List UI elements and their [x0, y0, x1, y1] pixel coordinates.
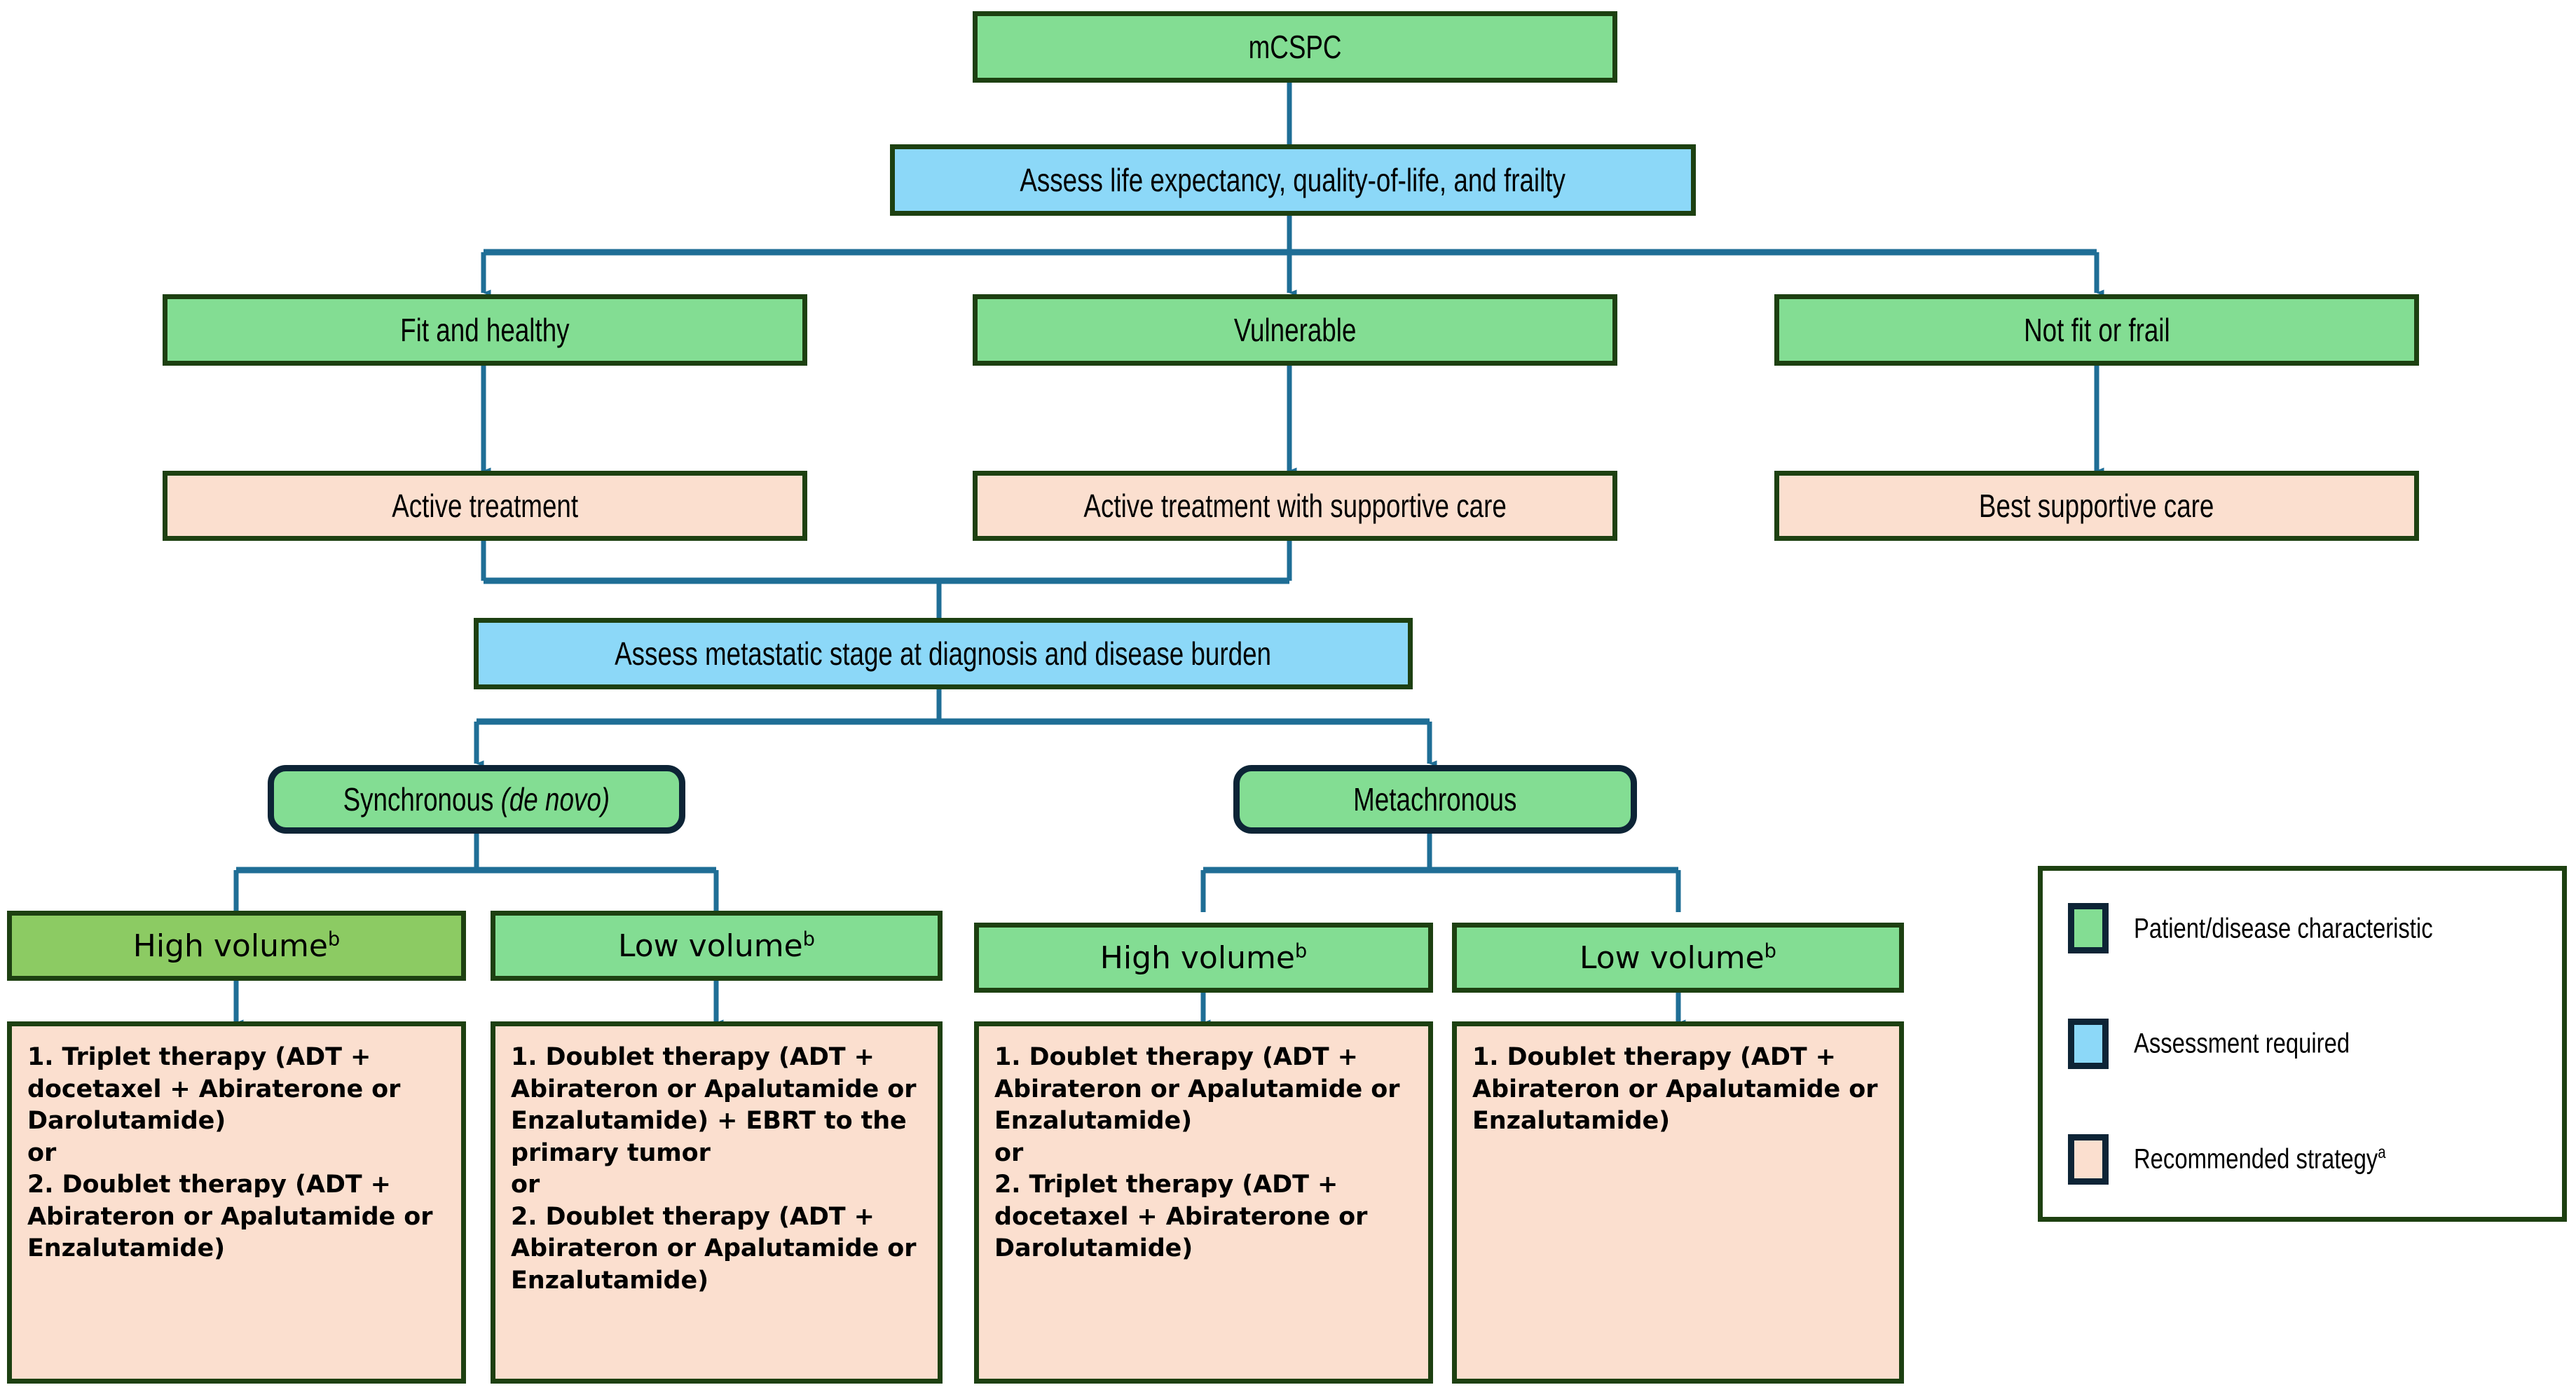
node-active-treatment-supportive[interactable]: Active treatment with supportive care — [973, 471, 1617, 541]
node-synchronous-label: Synchronous (de novo) — [343, 781, 610, 818]
node-assess-stage[interactable]: Assess metastatic stage at diagnosis and… — [474, 618, 1413, 689]
node-assess-stage-label: Assess metastatic stage at diagnosis and… — [615, 635, 1272, 672]
node-therapy-sync-high-text: 1. Triplet therapy (ADT + docetaxel + Ab… — [27, 1043, 433, 1262]
node-therapy-sync-low-text: 1. Doublet therapy (ADT + Abirateron or … — [511, 1043, 917, 1295]
legend: Patient/disease characteristic Assessmen… — [2038, 866, 2567, 1222]
node-volume-meta-low[interactable]: Low volumeb — [1452, 923, 1904, 993]
node-not-fit-or-frail[interactable]: Not fit or frail — [1774, 294, 2419, 366]
node-not-fit-or-frail-label: Not fit or frail — [2023, 312, 2170, 348]
node-therapy-meta-low[interactable]: 1. Doublet therapy (ADT + Abirateron or … — [1452, 1021, 1904, 1384]
legend-swatch-strategy — [2068, 1133, 2109, 1185]
node-mcspc-label: mCSPC — [1248, 29, 1342, 65]
node-active-treatment-label: Active treatment — [392, 488, 578, 524]
node-volume-meta-high-label: High volumeb — [1099, 939, 1308, 976]
node-therapy-sync-high[interactable]: 1. Triplet therapy (ADT + docetaxel + Ab… — [7, 1021, 466, 1384]
node-therapy-sync-low[interactable]: 1. Doublet therapy (ADT + Abirateron or … — [491, 1021, 943, 1384]
node-volume-meta-high[interactable]: High volumeb — [974, 923, 1433, 993]
legend-label-assessment: Assessment required — [2134, 1028, 2350, 1059]
node-fit-and-healthy[interactable]: Fit and healthy — [163, 294, 807, 366]
node-metachronous-label: Metachronous — [1353, 781, 1517, 818]
legend-swatch-characteristic — [2068, 903, 2109, 954]
node-best-supportive-care[interactable]: Best supportive care — [1774, 471, 2419, 541]
legend-label-characteristic: Patient/disease characteristic — [2134, 913, 2433, 944]
node-fit-and-healthy-label: Fit and healthy — [400, 312, 570, 348]
legend-row-characteristic: Patient/disease characteristic — [2043, 871, 2562, 986]
node-volume-sync-low-label: Low volumeb — [618, 928, 815, 964]
node-volume-sync-high-label: High volumeb — [132, 928, 341, 964]
node-therapy-meta-low-text: 1. Doublet therapy (ADT + Abirateron or … — [1472, 1043, 1878, 1135]
node-volume-sync-low[interactable]: Low volumeb — [491, 911, 943, 981]
node-volume-sync-high[interactable]: High volumeb — [7, 911, 466, 981]
node-volume-meta-low-label: Low volumeb — [1580, 939, 1776, 976]
node-assess-fitness[interactable]: Assess life expectancy, quality-of-life,… — [890, 144, 1696, 216]
node-metachronous[interactable]: Metachronous — [1233, 765, 1637, 834]
legend-swatch-assessment — [2068, 1018, 2109, 1069]
node-assess-fitness-label: Assess life expectancy, quality-of-life,… — [1020, 162, 1566, 198]
node-best-supportive-care-label: Best supportive care — [1979, 488, 2214, 524]
node-active-treatment[interactable]: Active treatment — [163, 471, 807, 541]
legend-row-strategy: Recommended strategya — [2043, 1101, 2562, 1217]
node-vulnerable-label: Vulnerable — [1233, 312, 1357, 348]
legend-row-assessment: Assessment required — [2043, 986, 2562, 1102]
legend-label-strategy: Recommended strategya — [2134, 1143, 2386, 1175]
node-synchronous[interactable]: Synchronous (de novo) — [268, 765, 685, 834]
node-therapy-meta-high-text: 1. Doublet therapy (ADT + Abirateron or … — [994, 1043, 1400, 1262]
node-active-treatment-supportive-label: Active treatment with supportive care — [1083, 488, 1507, 524]
node-therapy-meta-high[interactable]: 1. Doublet therapy (ADT + Abirateron or … — [974, 1021, 1433, 1384]
node-vulnerable[interactable]: Vulnerable — [973, 294, 1617, 366]
node-mcspc[interactable]: mCSPC — [973, 11, 1617, 83]
